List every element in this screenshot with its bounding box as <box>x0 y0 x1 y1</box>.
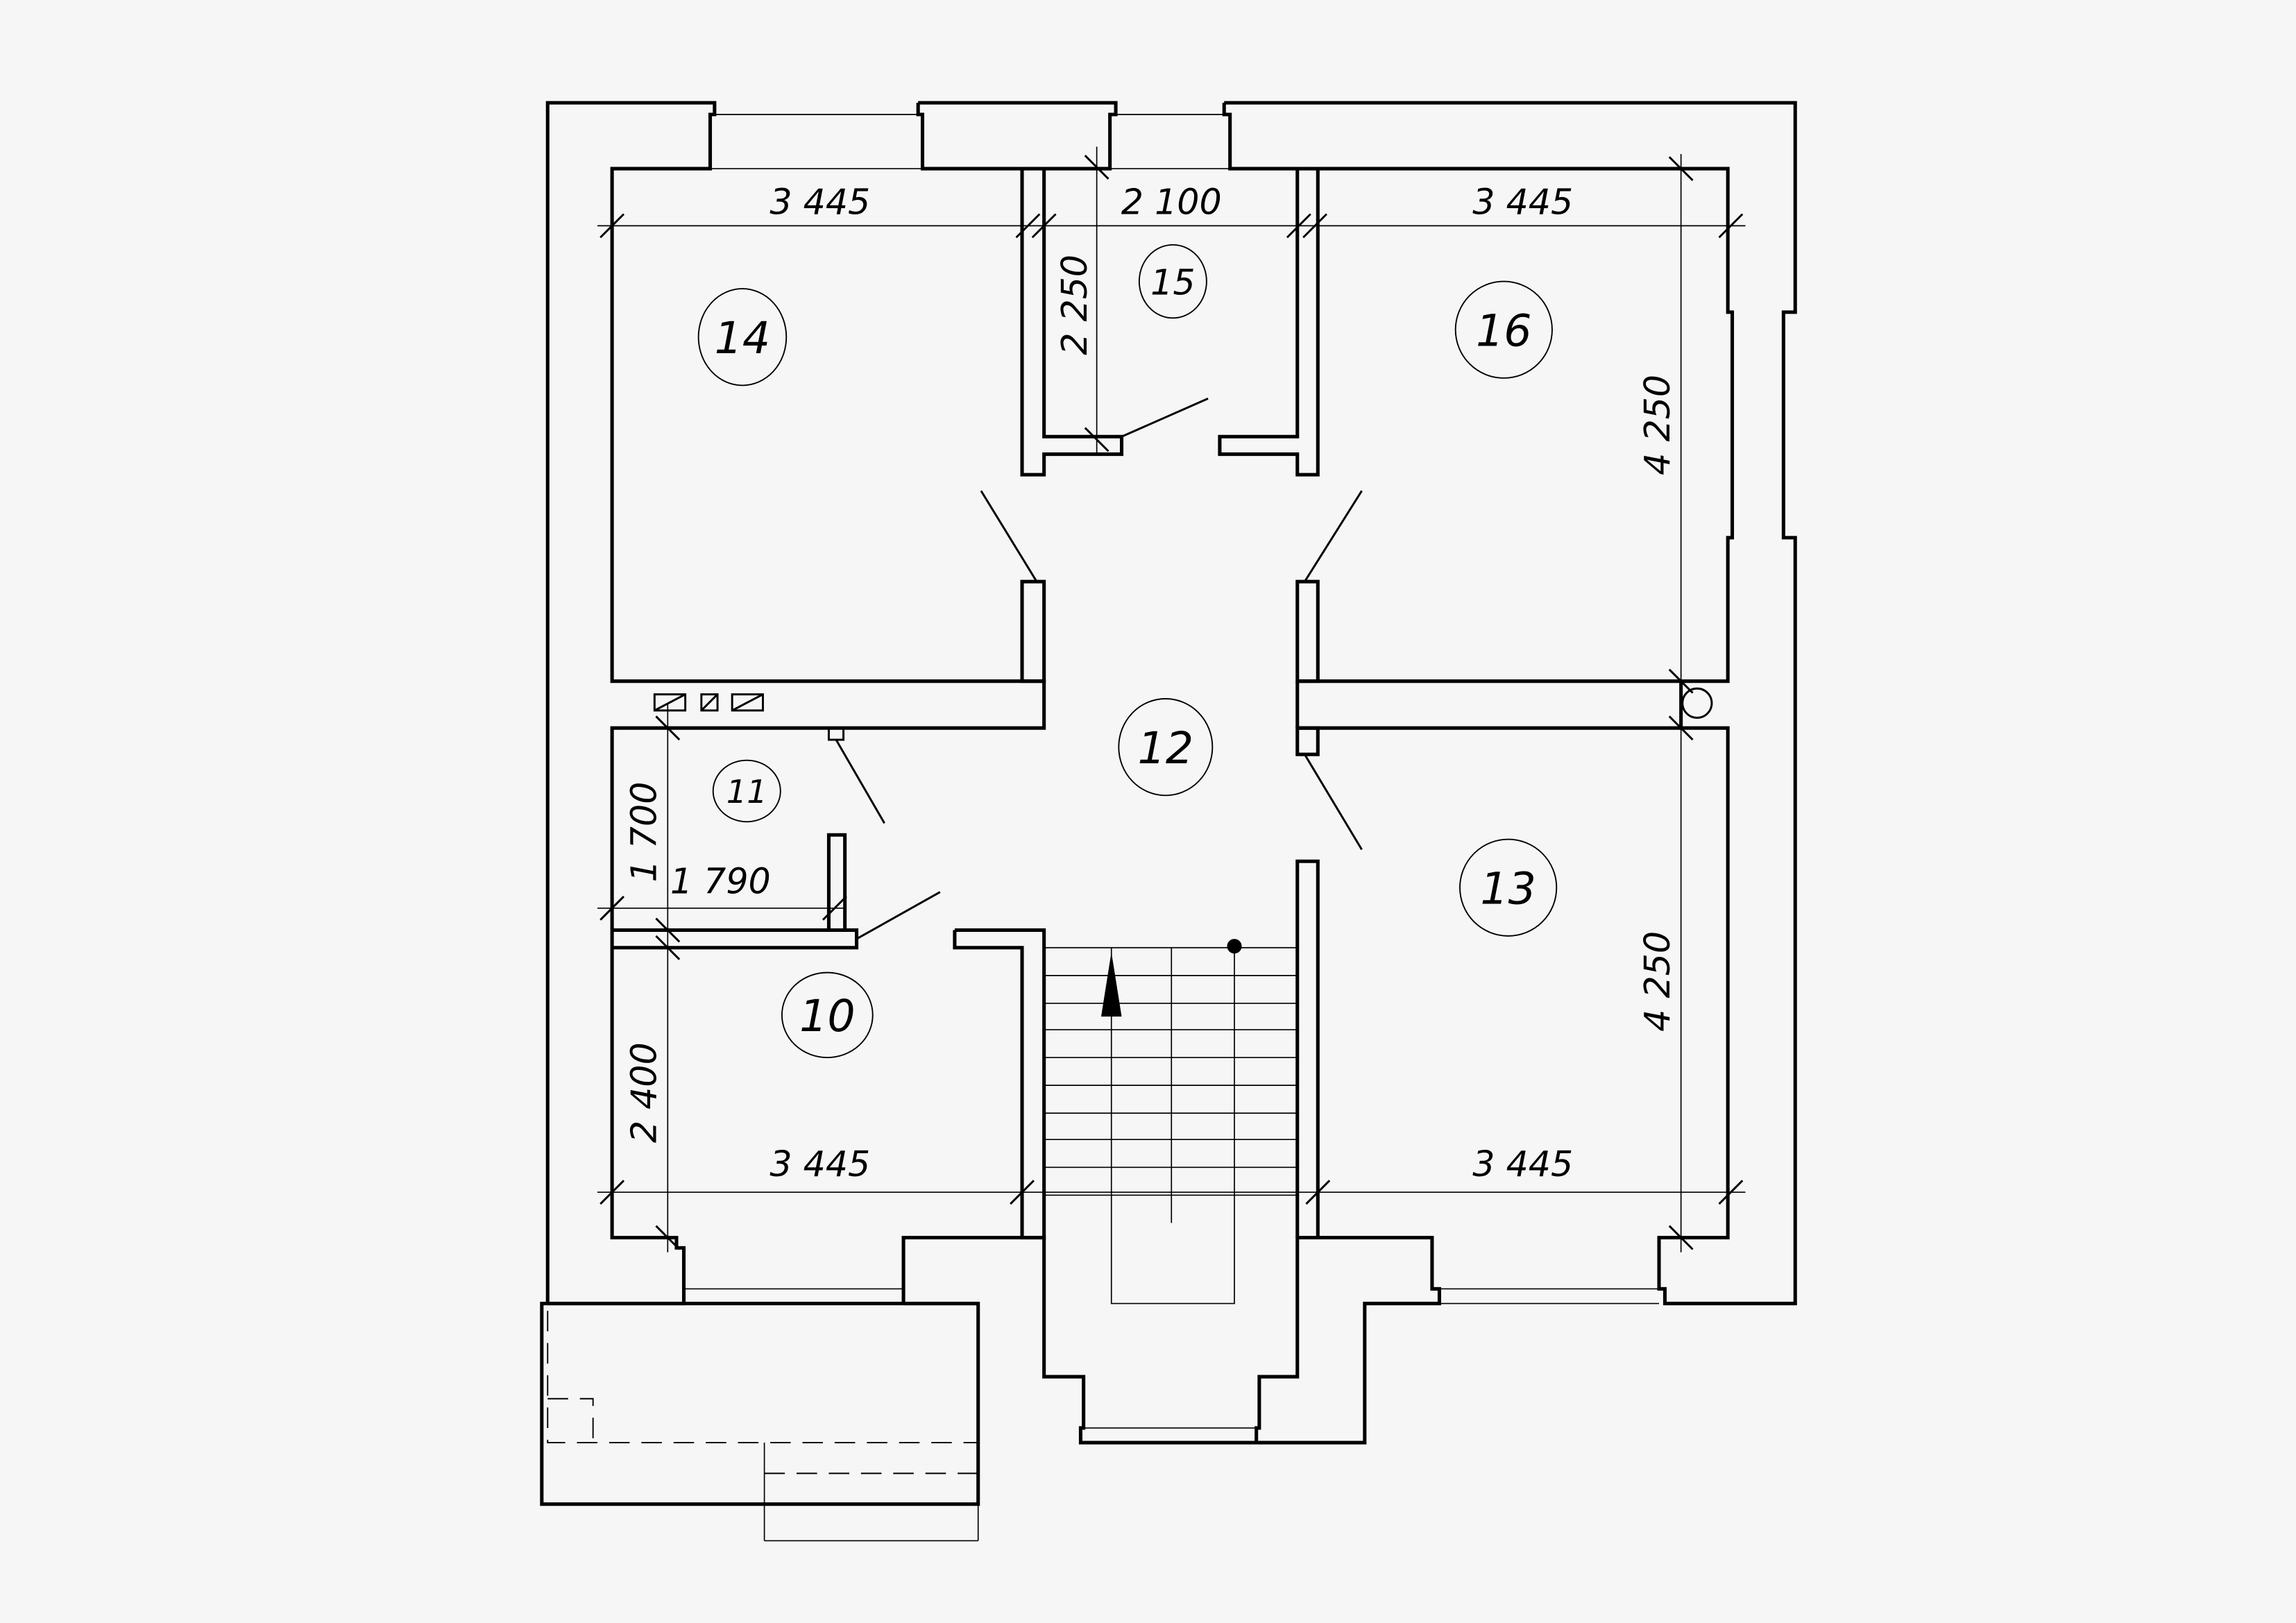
porch <box>540 1302 980 1542</box>
dim-right-bottom-depth: 4 250 <box>1637 931 1678 1032</box>
room-13[interactable]: 13 <box>1459 838 1558 937</box>
windows <box>683 114 1785 1443</box>
dim-room10-depth: 2 400 <box>623 1042 664 1143</box>
room-number: 11 <box>726 773 767 810</box>
dim-bottom-left-width: 3 445 <box>769 1144 870 1184</box>
room-number: 15 <box>1150 262 1195 303</box>
dim-top-mid-width: 2 100 <box>1121 181 1222 222</box>
room-15[interactable]: 15 <box>1138 244 1207 319</box>
room-number: 10 <box>799 990 856 1042</box>
stair-direction-arrow-icon <box>1100 952 1122 1017</box>
dim-top-left-width: 3 445 <box>769 181 870 222</box>
room-16[interactable]: 16 <box>1454 280 1553 379</box>
room-12[interactable]: 12 <box>1118 698 1214 797</box>
riser-pipe-icon <box>1681 687 1713 719</box>
ventilation-ducts <box>653 693 764 712</box>
room-number: 14 <box>715 312 771 364</box>
dim-top-right-width: 3 445 <box>1472 181 1573 222</box>
dim-room11-width: 1 790 <box>670 861 771 902</box>
dim-right-top-depth: 4 250 <box>1637 375 1678 475</box>
dimension-lines <box>597 146 1746 1252</box>
room-10[interactable]: 10 <box>781 971 874 1058</box>
room-11[interactable]: 11 <box>712 759 781 823</box>
room-number: 12 <box>1138 722 1194 774</box>
room-14[interactable]: 14 <box>697 288 788 386</box>
staircase[interactable] <box>1044 939 1298 1305</box>
door-swings <box>835 398 1363 940</box>
dim-room15-depth: 2 250 <box>1054 255 1095 355</box>
dim-room11-depth: 1 700 <box>623 782 664 883</box>
stair-start-dot-icon <box>1227 939 1242 954</box>
room-number: 16 <box>1476 305 1532 356</box>
dim-bottom-right-width: 3 445 <box>1472 1144 1573 1184</box>
room-number: 13 <box>1480 863 1536 914</box>
